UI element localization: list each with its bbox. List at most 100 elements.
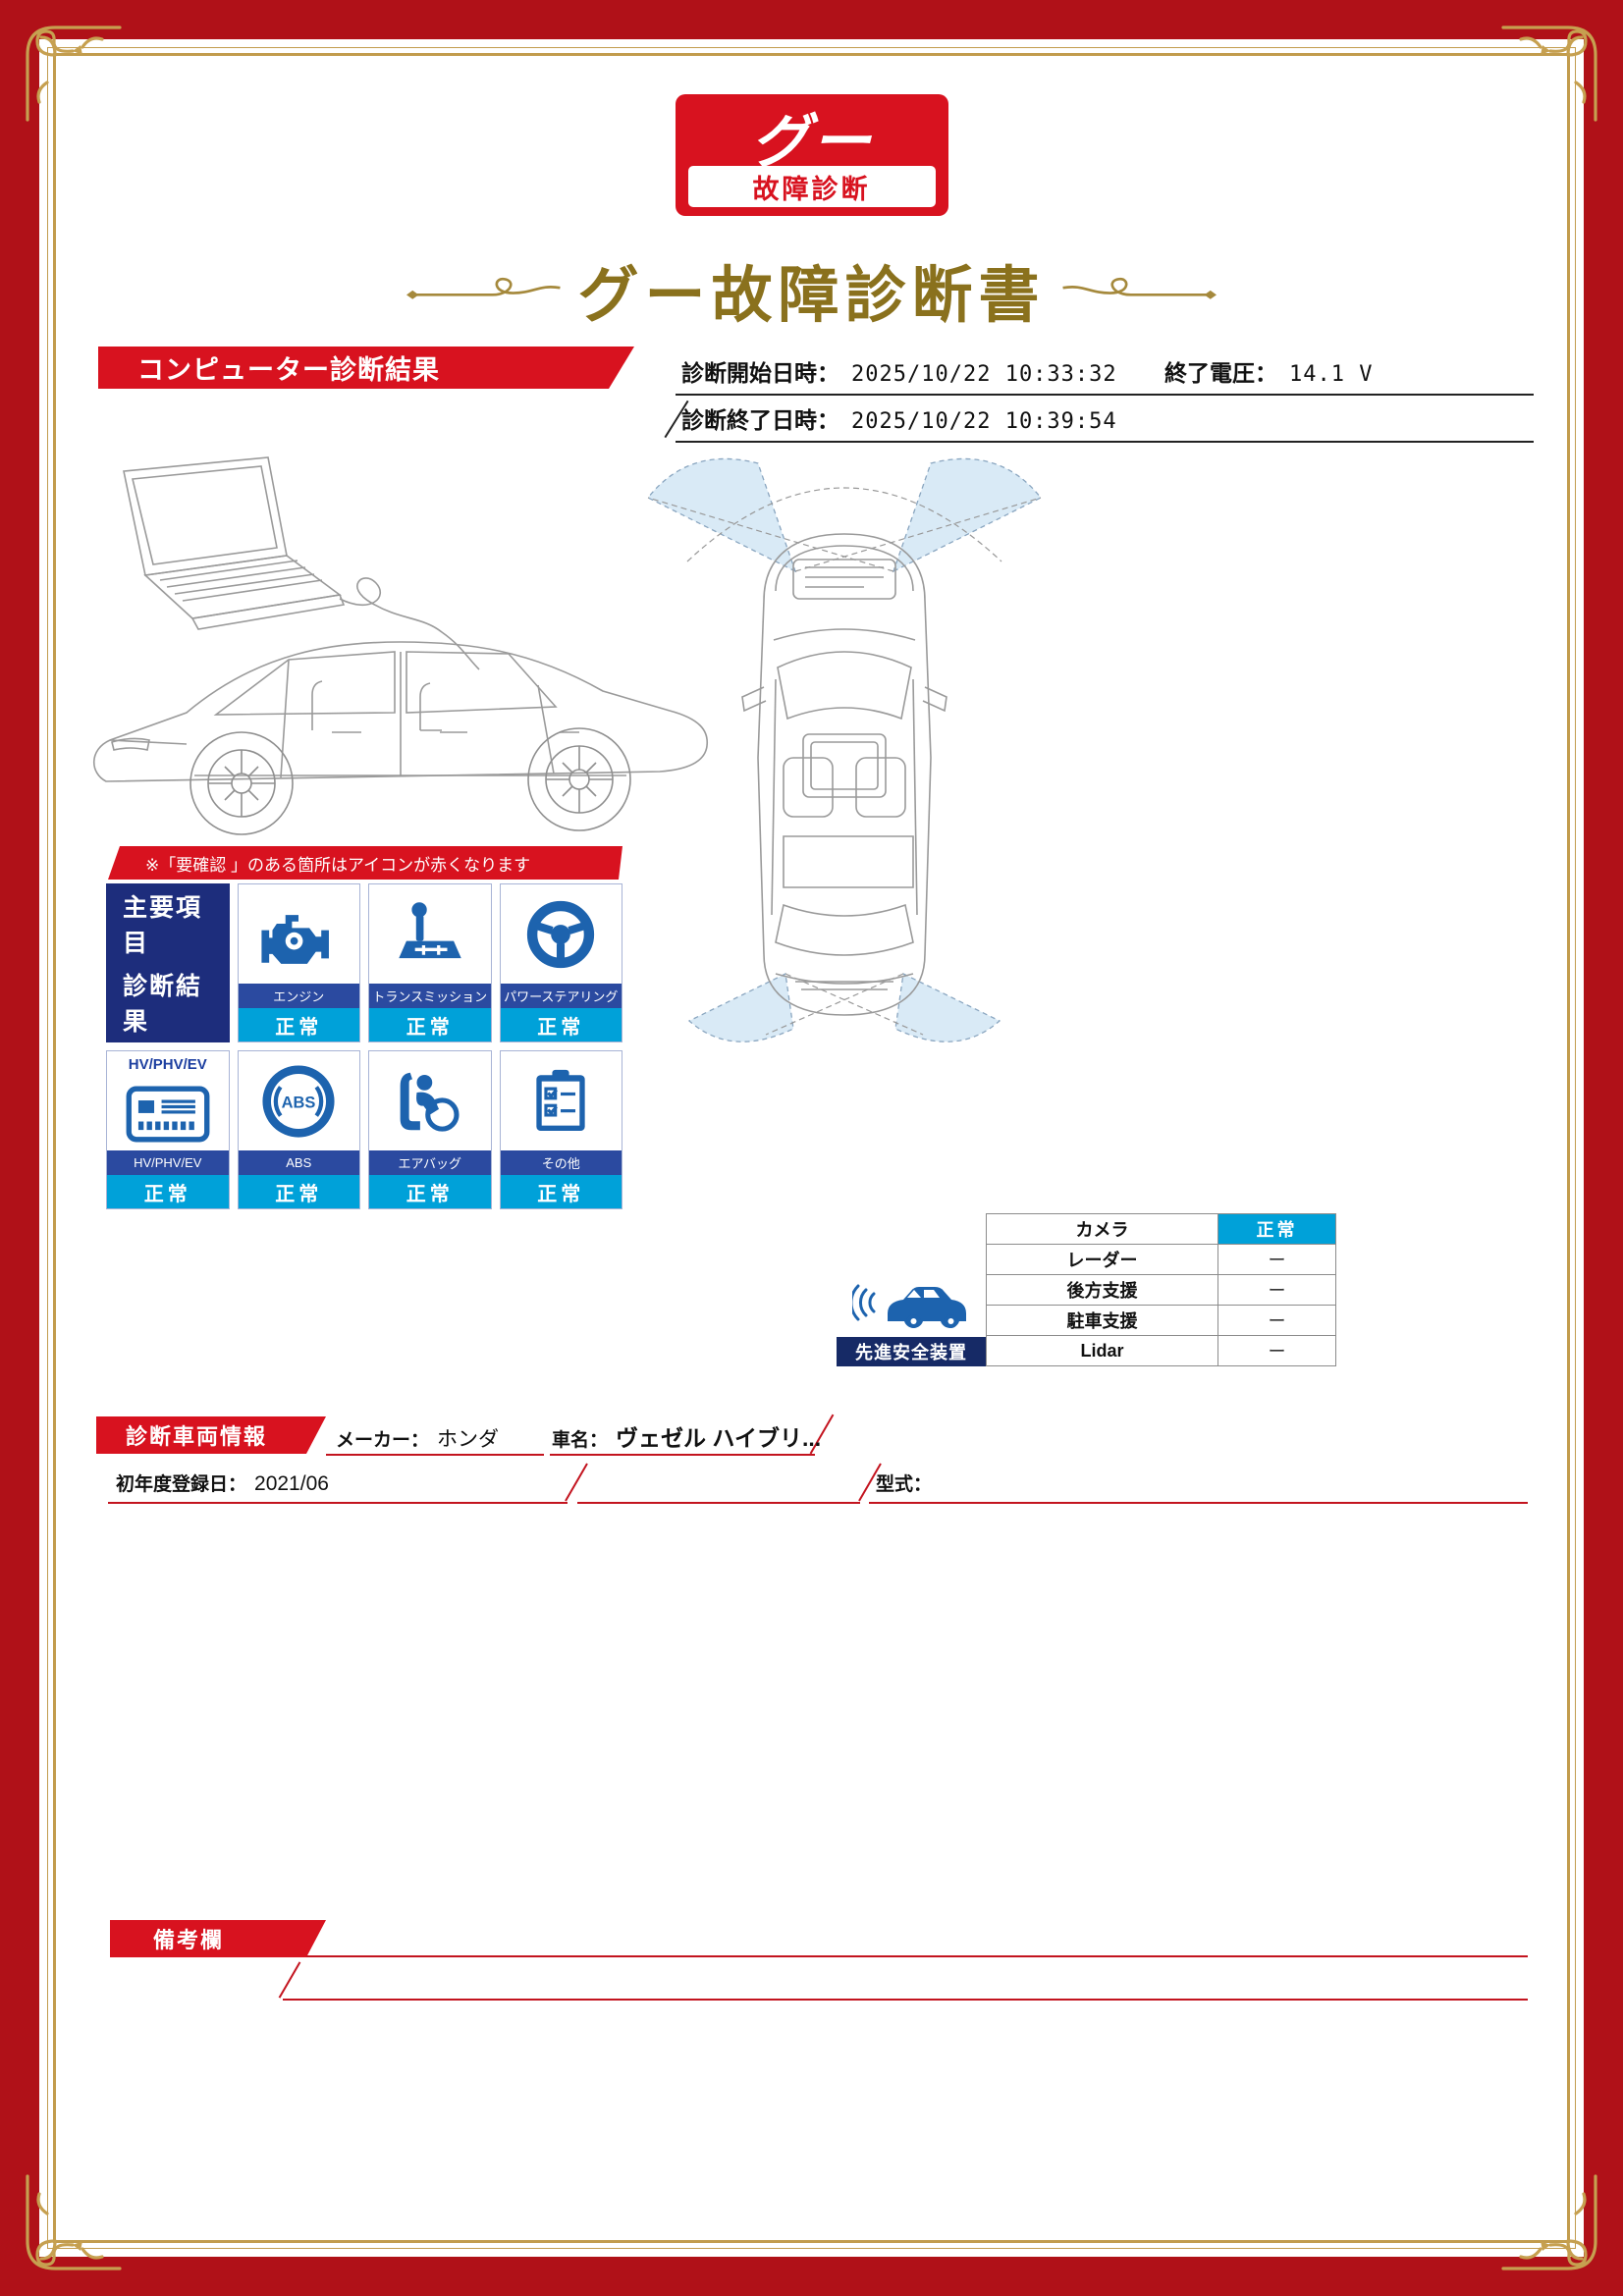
status-badge: 正常 xyxy=(238,1008,359,1041)
maker-label: メーカー： xyxy=(336,1430,430,1451)
car-sensor-icon xyxy=(852,1284,966,1328)
status-badge: 正常 xyxy=(500,1008,622,1041)
item-label: エアバッグ xyxy=(369,1150,491,1175)
diagnosis-cell-transmission: トランスミッション 正常 xyxy=(368,883,492,1042)
diagnosis-grid: 主要項目 診断結果 エンジン 正常 xyxy=(106,883,622,1209)
corner-ornament-icon xyxy=(26,26,122,122)
form-line xyxy=(577,1502,860,1504)
safety-row-label: Lidar xyxy=(986,1335,1218,1366)
safety-row-value: ー xyxy=(1217,1274,1336,1306)
steering-wheel-icon xyxy=(527,900,595,968)
registration-value: 2021/06 xyxy=(254,1472,329,1495)
safety-row-value: 正常 xyxy=(1217,1213,1336,1245)
vehicle-info-banner: 診断車両情報 xyxy=(96,1416,326,1454)
title-flourish-right-icon xyxy=(1061,277,1217,299)
title-flourish-left-icon xyxy=(406,277,562,299)
car-top-view-illustration xyxy=(646,457,1043,1042)
status-badge: 正常 xyxy=(238,1175,359,1208)
form-line xyxy=(283,1999,1528,2001)
end-voltage-label: 終了電圧： xyxy=(1164,360,1277,386)
remarks-banner: 備考欄 xyxy=(110,1920,326,1957)
diagnosis-start-row: 診断開始日時： 2025/10/22 10:33:32 終了電圧： 14.1 V xyxy=(681,354,1540,388)
main-box-line1: 主要項目 xyxy=(123,894,203,957)
safety-row-value: ー xyxy=(1217,1305,1336,1336)
start-datetime-label: 診断開始日時： xyxy=(681,360,839,386)
diagnosis-cell-hv-phv-ev: HV/PHV/EV HV/PHV/EV 正常 xyxy=(106,1050,230,1209)
maker-field: メーカー： ホンダ xyxy=(336,1423,499,1453)
goo-logo-band: 故障診断 xyxy=(687,166,936,207)
main-box-line2: 診断結果 xyxy=(123,973,203,1036)
status-badge: 正常 xyxy=(500,1175,622,1208)
safety-row-value: ー xyxy=(1217,1335,1336,1366)
car-name-value: ヴェゼル ハイブリ... xyxy=(616,1425,822,1451)
advanced-safety-block: 先進安全装置 カメラ 正常 レーダー ー 後方支援 ー 駐車支援 ー xyxy=(837,1213,1336,1366)
airbag-icon xyxy=(400,1072,460,1132)
end-datetime-label: 診断終了日時： xyxy=(681,407,839,433)
safety-row-value: ー xyxy=(1217,1244,1336,1275)
end-datetime-value: 2025/10/22 10:39:54 xyxy=(851,409,1117,434)
safety-row-label: 後方支援 xyxy=(986,1274,1218,1306)
laptop-and-car-illustration xyxy=(93,456,708,835)
item-label: トランスミッション xyxy=(369,984,491,1008)
form-line xyxy=(550,1454,815,1456)
model-label: 型式： xyxy=(876,1474,933,1495)
status-badge: 正常 xyxy=(107,1175,229,1208)
hv-head-label: HV/PHV/EV xyxy=(128,1055,207,1073)
page-title: グー故障診断書 xyxy=(577,262,1046,330)
form-line xyxy=(306,1955,1528,1957)
safety-row-label: カメラ xyxy=(986,1213,1218,1245)
diagnosis-info: 診断開始日時： 2025/10/22 10:33:32 終了電圧： 14.1 V… xyxy=(664,347,1534,484)
form-line xyxy=(676,394,1534,396)
item-label: パワーステアリング xyxy=(500,984,622,1008)
safety-row-label: レーダー xyxy=(986,1244,1218,1275)
form-line xyxy=(108,1502,568,1504)
safety-row-label: 駐車支援 xyxy=(986,1305,1218,1336)
registration-label: 初年度登録日： xyxy=(116,1474,247,1495)
form-slash xyxy=(278,1961,301,1999)
advanced-safety-left: 先進安全装置 xyxy=(837,1270,986,1366)
advanced-safety-title: 先進安全装置 xyxy=(837,1337,986,1366)
maker-value: ホンダ xyxy=(437,1428,500,1451)
title-row: グー故障診断書 xyxy=(39,245,1584,334)
corner-ornament-icon xyxy=(26,2174,122,2270)
status-badge: 正常 xyxy=(369,1008,491,1041)
car-name-field: 車名： ヴェゼル ハイブリ... xyxy=(552,1419,821,1453)
form-line xyxy=(326,1454,544,1456)
hv-meter-icon xyxy=(126,1086,210,1142)
table-row: Lidar ー xyxy=(986,1335,1336,1366)
goo-logo: グー 故障診断 xyxy=(675,94,948,216)
notice-bar: ※「要確認 」のある箇所はアイコンが赤くなります xyxy=(108,846,622,880)
main-items-box: 主要項目 診断結果 xyxy=(106,883,230,1042)
abs-icon: ABS xyxy=(262,1064,335,1138)
goo-logo-band-text: 故障診断 xyxy=(752,174,871,204)
report-page: グー 故障診断 グー故障診断書 コンピューター診断結果 診断開始日時： 2025… xyxy=(39,39,1584,2257)
form-line xyxy=(869,1502,1528,1504)
item-label: HV/PHV/EV xyxy=(107,1150,229,1175)
item-label: エンジン xyxy=(238,984,359,1008)
form-slash xyxy=(565,1463,588,1502)
car-name-label: 車名： xyxy=(552,1430,609,1451)
checklist-icon xyxy=(536,1069,585,1131)
abs-icon-text: ABS xyxy=(282,1094,316,1111)
form-line xyxy=(676,441,1534,443)
table-row: カメラ 正常 xyxy=(986,1213,1336,1245)
corner-ornament-icon xyxy=(1501,26,1597,122)
model-field: 型式： xyxy=(876,1469,932,1496)
table-row: 駐車支援 ー xyxy=(986,1305,1336,1336)
item-label: ABS xyxy=(238,1150,359,1175)
registration-field: 初年度登録日： 2021/06 xyxy=(116,1469,329,1496)
start-datetime-value: 2025/10/22 10:33:32 xyxy=(851,362,1117,387)
goo-logo-text: グー xyxy=(750,109,873,175)
status-badge: 正常 xyxy=(369,1175,491,1208)
table-row: レーダー ー xyxy=(986,1244,1336,1275)
diagnosis-cell-abs: ABS ABS 正常 xyxy=(237,1050,360,1209)
item-label: その他 xyxy=(500,1150,622,1175)
diagnosis-cell-other: その他 正常 xyxy=(499,1050,622,1209)
diagnosis-cell-engine: エンジン 正常 xyxy=(237,883,360,1042)
transmission-icon xyxy=(399,901,461,958)
diagnosis-end-row: 診断終了日時： 2025/10/22 10:39:54 xyxy=(681,401,1117,435)
end-voltage-value: 14.1 V xyxy=(1289,362,1374,387)
advanced-safety-table: カメラ 正常 レーダー ー 後方支援 ー 駐車支援 ー Lidar ー xyxy=(986,1213,1336,1366)
table-row: 後方支援 ー xyxy=(986,1274,1336,1306)
